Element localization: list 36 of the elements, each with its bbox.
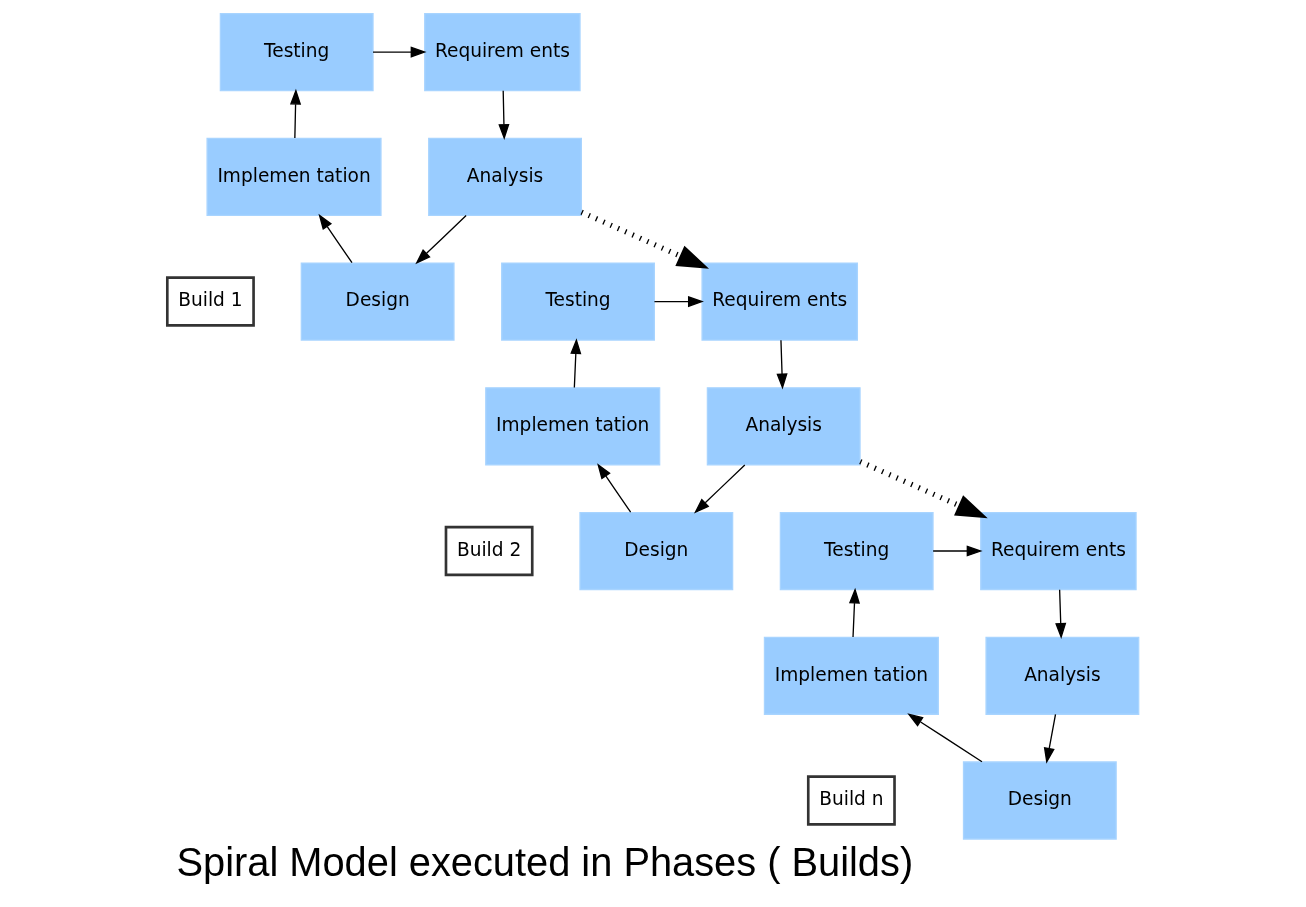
node-box: Implemen tation bbox=[763, 636, 939, 715]
node-box: Requirem ents bbox=[980, 511, 1137, 591]
arrow bbox=[498, 90, 510, 140]
node-box: Design bbox=[962, 761, 1117, 840]
arrow bbox=[1055, 589, 1067, 639]
arrow bbox=[372, 46, 427, 58]
arrow bbox=[907, 713, 983, 763]
arrow bbox=[859, 459, 988, 519]
node-box: Testing bbox=[779, 511, 934, 591]
arrow bbox=[694, 464, 746, 514]
arrow bbox=[415, 214, 467, 265]
arrow bbox=[290, 88, 302, 139]
node-box: Implemen tation bbox=[485, 387, 661, 466]
arrow bbox=[1043, 713, 1057, 764]
arrow bbox=[597, 463, 632, 513]
arrow bbox=[570, 338, 582, 389]
arrow bbox=[580, 209, 710, 269]
arrow bbox=[848, 587, 861, 638]
arrow bbox=[932, 545, 983, 557]
node-box: Design bbox=[579, 511, 734, 591]
arrow bbox=[653, 295, 704, 308]
node-box: Testing bbox=[501, 262, 655, 341]
node-box: Analysis bbox=[985, 636, 1140, 715]
diagram-title: Spiral Model executed in Phases ( Builds) bbox=[176, 840, 914, 885]
node-box: Build 1 bbox=[166, 276, 255, 327]
node-box: Design bbox=[300, 262, 455, 341]
node-box: Requirem ents bbox=[701, 262, 859, 341]
arrow bbox=[776, 339, 788, 390]
node-box: Implemen tation bbox=[206, 137, 382, 216]
node-box: Requirem ents bbox=[424, 12, 581, 92]
node-box: Testing bbox=[219, 12, 374, 92]
node-box: Build 2 bbox=[444, 525, 534, 577]
node-box: Analysis bbox=[428, 137, 582, 216]
node-box: Analysis bbox=[706, 387, 861, 466]
node-box: Build n bbox=[806, 775, 896, 826]
arrow bbox=[318, 213, 353, 264]
